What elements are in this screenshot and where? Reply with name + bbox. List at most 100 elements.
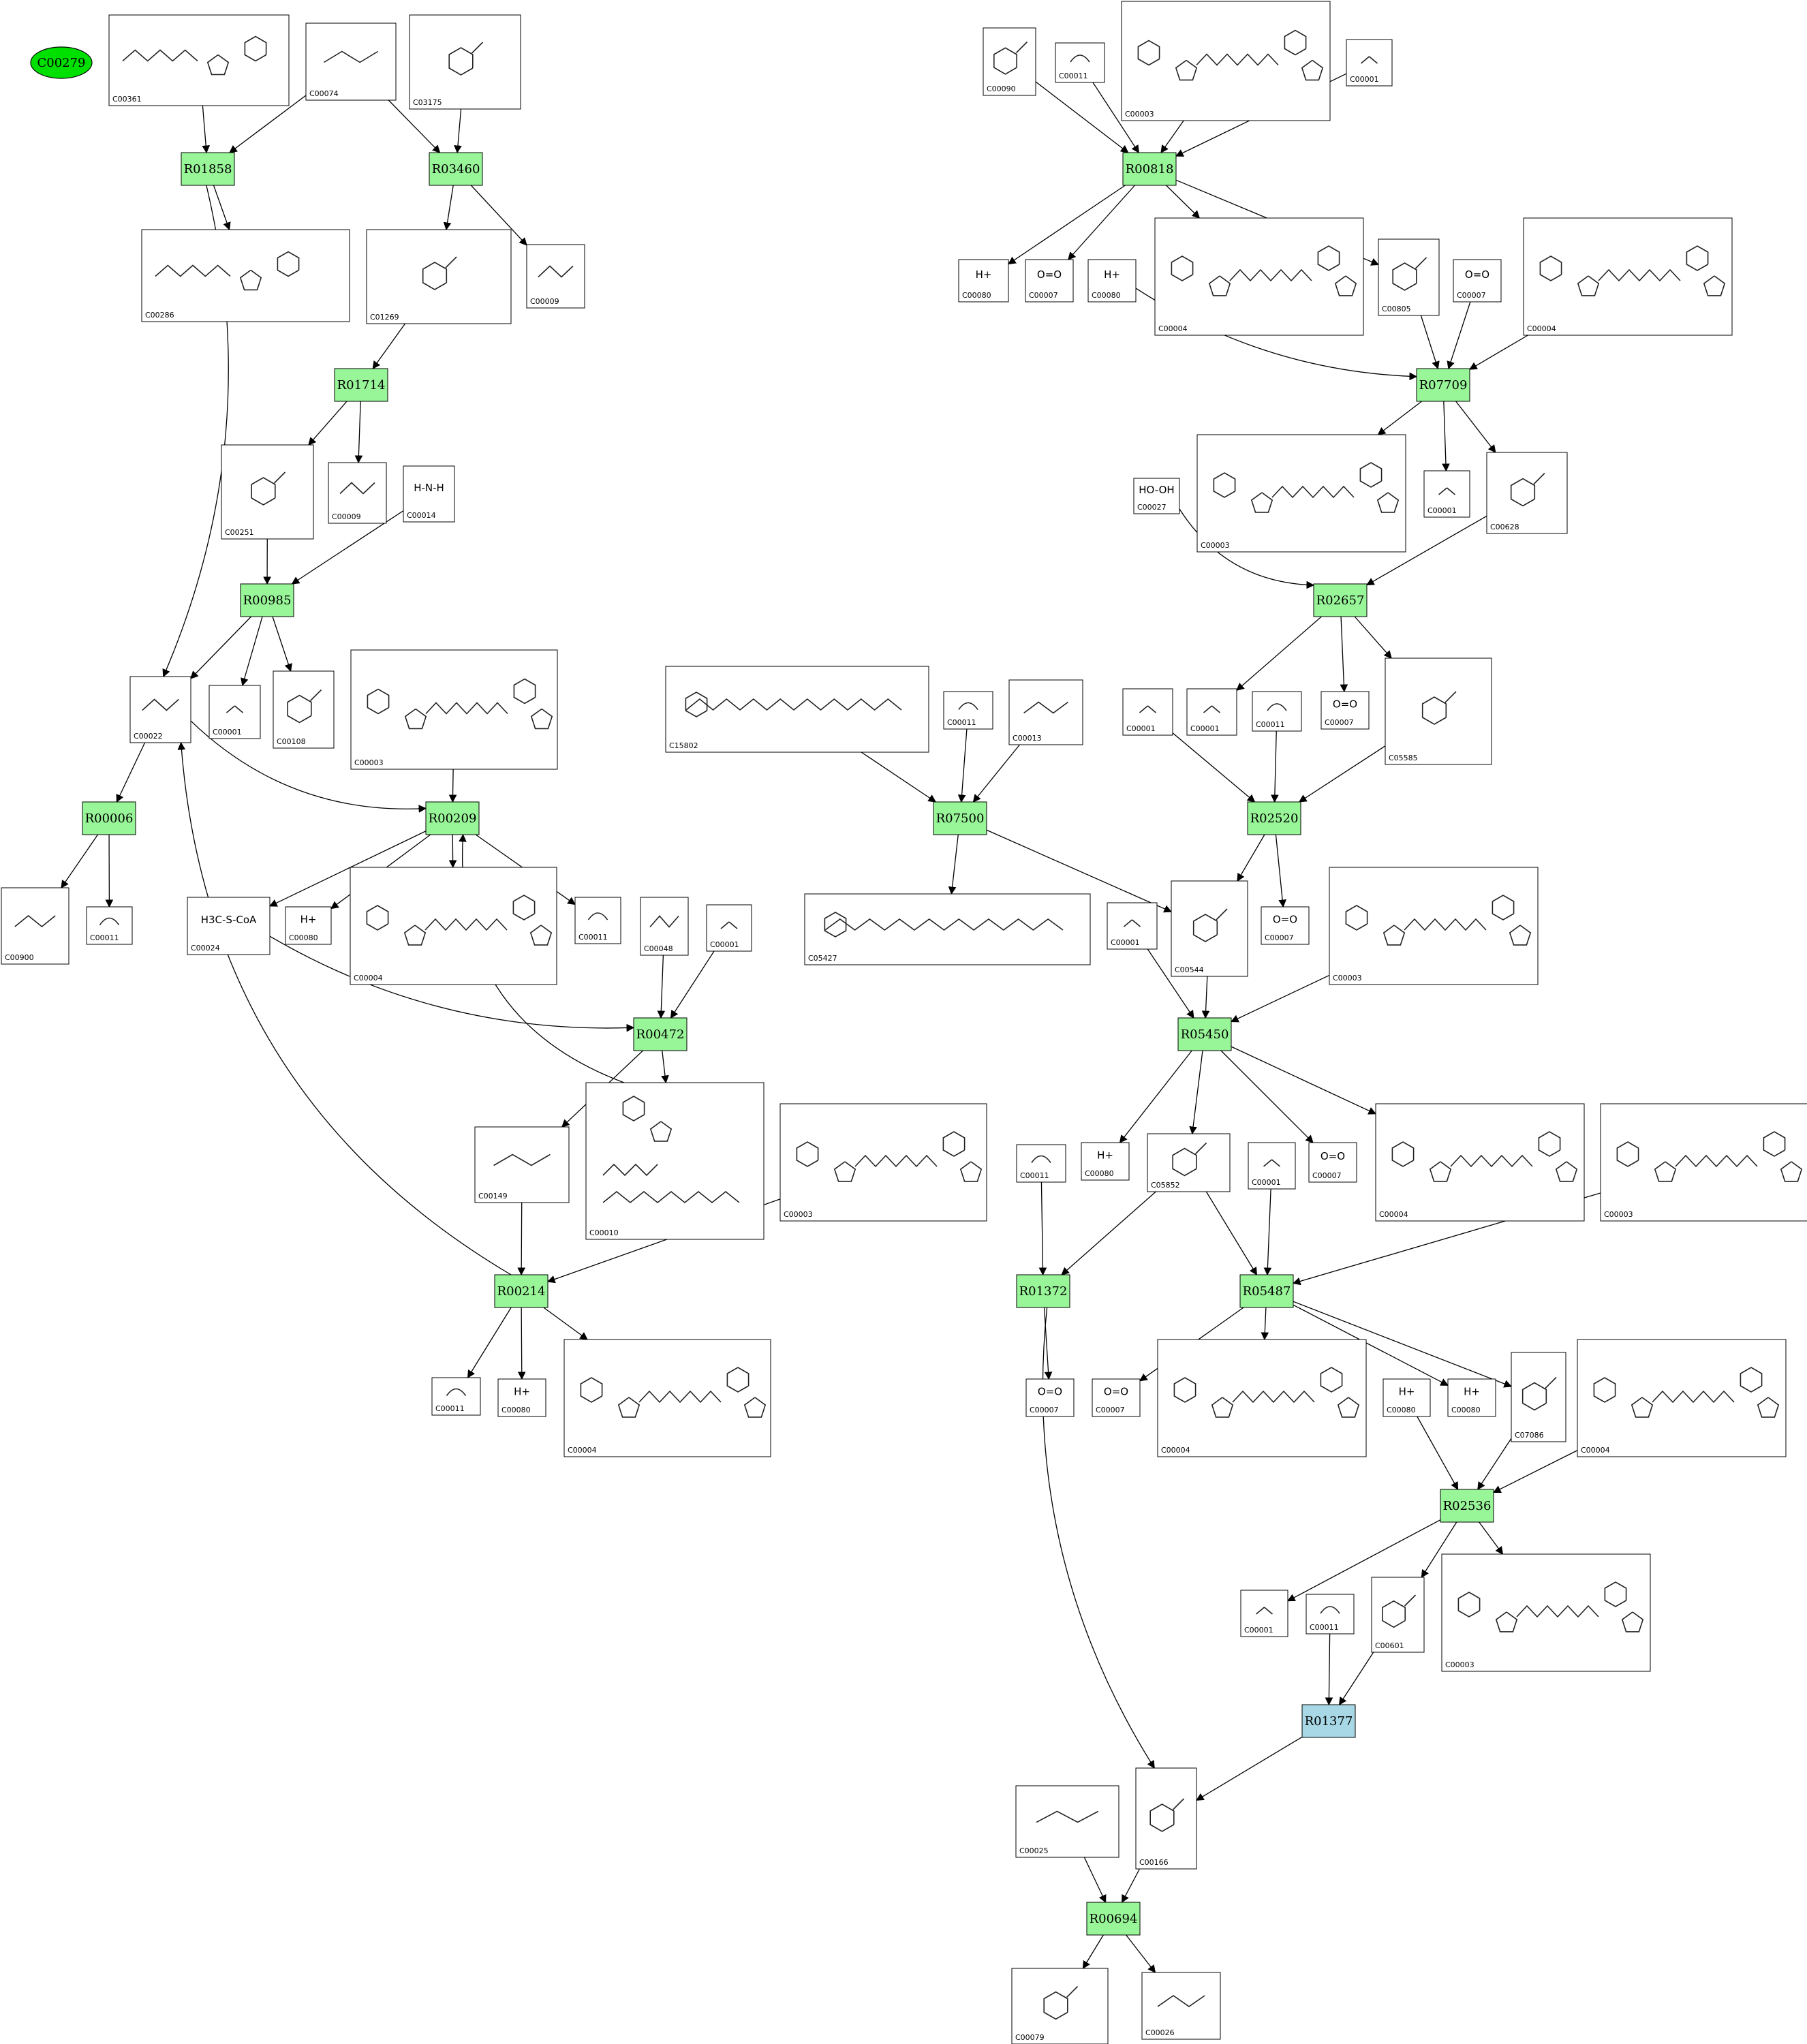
compound-c00003-c[interactable]: C00003 <box>1121 1 1331 121</box>
compound-c00022[interactable]: C00022 <box>129 676 191 743</box>
compound-c00149[interactable]: C00149 <box>474 1126 570 1203</box>
compound-c07086[interactable]: C07086 <box>1511 1352 1566 1442</box>
compound-c00004-f[interactable]: C00004 <box>1157 1339 1367 1457</box>
reaction-r01714[interactable]: R01714 <box>334 368 388 402</box>
reaction-r00985[interactable]: R00985 <box>240 583 294 617</box>
compound-c00003-a[interactable]: C00003 <box>350 649 558 770</box>
compound-c00011-d[interactable]: C00011 <box>1055 42 1105 83</box>
compound-c00003-g[interactable]: C00003 <box>1441 1553 1651 1672</box>
start-node[interactable]: C00279 <box>30 46 93 79</box>
compound-c00013[interactable]: C00013 <box>1008 679 1083 745</box>
compound-c00805[interactable]: C00805 <box>1378 238 1440 316</box>
compound-c00003-d[interactable]: C00003 <box>1196 434 1406 553</box>
reaction-r00818[interactable]: R00818 <box>1122 152 1177 186</box>
compound-c00080-b[interactable]: H+C00080 <box>497 1378 546 1417</box>
compound-c00025[interactable]: C00025 <box>1015 1785 1119 1858</box>
compound-c00003-f[interactable]: C00003 <box>1600 1103 1807 1222</box>
reaction-r03460[interactable]: R03460 <box>429 152 483 186</box>
compound-c00004-g[interactable]: C00004 <box>1577 1339 1787 1457</box>
compound-c00001-f[interactable]: C00001 <box>1186 688 1237 736</box>
compound-c00011-h[interactable]: C00011 <box>1306 1594 1355 1635</box>
reaction-r02536[interactable]: R02536 <box>1440 1489 1494 1523</box>
compound-c00080-c[interactable]: H+C00080 <box>958 259 1009 303</box>
compound-c00286[interactable]: C00286 <box>141 229 350 322</box>
reaction-r02657[interactable]: R02657 <box>1313 583 1368 617</box>
compound-c00001-d[interactable]: C00001 <box>1423 470 1470 518</box>
compound-c00108[interactable]: C00108 <box>273 670 335 749</box>
compound-c00011-b[interactable]: C00011 <box>574 897 621 944</box>
compound-c00001-e[interactable]: C00001 <box>1122 688 1173 736</box>
compound-c05427[interactable]: C05427 <box>804 893 1091 965</box>
compound-c00009b[interactable]: C00009 <box>328 462 387 524</box>
compound-c00080-d[interactable]: H+C00080 <box>1087 259 1137 303</box>
edge-R00214-c00080_b <box>517 1307 526 1380</box>
compound-c00079[interactable]: C00079 <box>1011 1968 1109 2044</box>
compound-id: C03175 <box>413 98 442 107</box>
compound-c00004-b[interactable]: C00004 <box>563 1339 771 1457</box>
reaction-r01377[interactable]: R01377 <box>1301 1704 1356 1738</box>
reaction-r05450[interactable]: R05450 <box>1177 1017 1232 1051</box>
compound-c00251[interactable]: C00251 <box>221 444 314 540</box>
compound-c05585[interactable]: C05585 <box>1385 657 1492 765</box>
compound-c00361[interactable]: C00361 <box>108 14 290 106</box>
compound-c00009a[interactable]: C00009 <box>526 244 585 309</box>
compound-formula: H3C-S-CoA <box>201 914 257 926</box>
compound-c00001-g[interactable]: C00001 <box>1107 902 1158 950</box>
compound-c05852[interactable]: C05852 <box>1147 1133 1231 1192</box>
reaction-r00006[interactable]: R00006 <box>82 801 136 835</box>
compound-c00001-h[interactable]: C00001 <box>1248 1142 1296 1190</box>
compound-c00026[interactable]: C00026 <box>1141 1972 1221 2040</box>
reaction-r00694[interactable]: R00694 <box>1086 1902 1141 1936</box>
reaction-r07709[interactable]: R07709 <box>1416 368 1470 402</box>
compound-c15802[interactable]: C15802 <box>665 666 929 753</box>
compound-c00628[interactable]: C00628 <box>1486 452 1568 534</box>
reaction-r05487[interactable]: R05487 <box>1239 1274 1294 1308</box>
compound-c00004-c[interactable]: C00004 <box>1154 217 1364 336</box>
compound-c00004-e[interactable]: C00004 <box>1375 1103 1585 1222</box>
reaction-r01372[interactable]: R01372 <box>1016 1274 1070 1308</box>
compound-c00011-g[interactable]: C00011 <box>1016 1144 1066 1183</box>
compound-c00080-g[interactable]: H+C00080 <box>1383 1378 1431 1417</box>
compound-c00166[interactable]: C00166 <box>1135 1767 1197 1870</box>
reaction-r00214[interactable]: R00214 <box>494 1274 549 1308</box>
compound-c00010[interactable]: C00010 <box>585 1082 764 1240</box>
reaction-r01858[interactable]: R01858 <box>181 152 235 186</box>
compound-c00004-a[interactable]: C00004 <box>350 867 557 985</box>
compound-c00004-d[interactable]: C00004 <box>1523 217 1733 336</box>
compound-c00003-e[interactable]: C00003 <box>1329 867 1539 985</box>
compound-c00601[interactable]: C00601 <box>1371 1577 1425 1653</box>
reaction-r02520[interactable]: R02520 <box>1247 801 1301 835</box>
compound-c00001-a[interactable]: C00001 <box>208 685 261 739</box>
compound-c00090[interactable]: C00090 <box>983 27 1036 96</box>
reaction-r00209[interactable]: R00209 <box>425 801 480 835</box>
compound-c00003-b[interactable]: C00003 <box>779 1103 987 1222</box>
reaction-r00472[interactable]: R00472 <box>633 1017 688 1051</box>
compound-c00080-a[interactable]: H+C00080 <box>285 906 332 945</box>
compound-c00011-f[interactable]: C00011 <box>1252 691 1302 732</box>
compound-c00544[interactable]: C00544 <box>1171 880 1248 977</box>
compound-c00011-e[interactable]: C00011 <box>943 691 993 730</box>
compound-c00048[interactable]: C00048 <box>640 897 689 956</box>
compound-c03175[interactable]: C03175 <box>409 14 521 110</box>
compound-c00080-f[interactable]: H+C00080 <box>1447 1378 1496 1417</box>
compound-c00001-c[interactable]: C00001 <box>1346 39 1393 87</box>
compound-c00080-e[interactable]: H+C00080 <box>1081 1142 1130 1181</box>
compound-c00011-c[interactable]: C00011 <box>431 1377 481 1416</box>
compound-c01269[interactable]: C01269 <box>366 229 512 324</box>
reaction-r07500[interactable]: R07500 <box>933 801 987 835</box>
compound-c00001-b[interactable]: C00001 <box>706 904 752 952</box>
compound-c00900[interactable]: C00900 <box>1 887 70 965</box>
compound-c00011-a[interactable]: C00011 <box>86 906 133 945</box>
compound-c00074[interactable]: C00074 <box>305 22 397 101</box>
compound-c00001-i[interactable]: C00001 <box>1240 1590 1288 1637</box>
